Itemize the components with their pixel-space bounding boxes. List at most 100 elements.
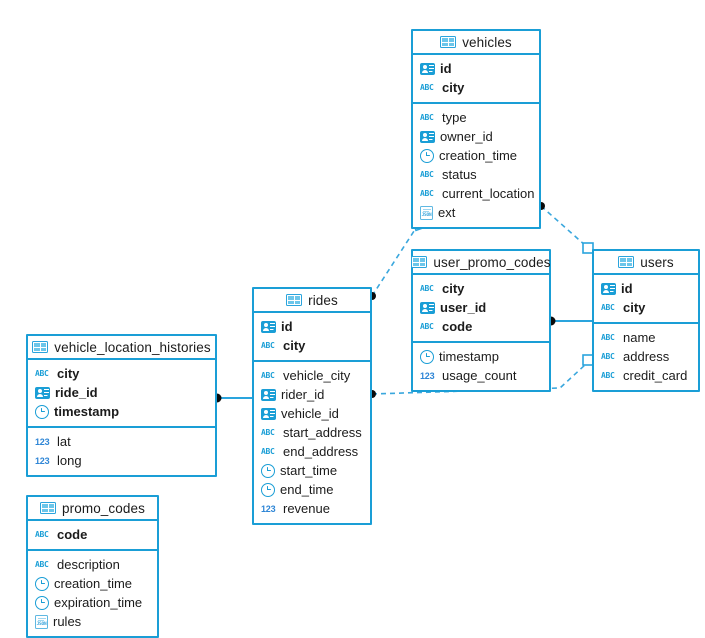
column-name: timestamp (54, 404, 120, 419)
column-row[interactable]: timestamp (413, 347, 549, 366)
column-name: start_time (280, 463, 338, 478)
string-abc-icon: ABC (420, 113, 434, 122)
column-row[interactable]: creation_time (413, 146, 539, 165)
clock-icon (35, 404, 49, 419)
string-abc-icon: ABC (261, 371, 275, 380)
column-name: status (442, 167, 477, 182)
table-grid-icon (40, 502, 57, 514)
column-row[interactable]: ride_id (28, 383, 215, 402)
table-header[interactable]: users (594, 251, 698, 275)
column-name: expiration_time (54, 595, 143, 610)
relationship-user-promo-codes-users[interactable] (546, 316, 593, 326)
table-header[interactable]: user_promo_codes (411, 251, 550, 275)
string-abc-icon: ABC (601, 352, 615, 361)
column-name: user_id (440, 300, 487, 315)
column-row[interactable]: vehicle_id (254, 404, 370, 423)
string-abc-icon: ABC (601, 303, 615, 312)
uuid-key-icon (35, 386, 50, 399)
string-abc-icon: ABC (420, 284, 434, 293)
number-123-icon: 123 (35, 436, 50, 447)
column-row[interactable]: id (254, 317, 370, 336)
column-name: ext (438, 205, 456, 220)
column-row[interactable]: creation_time (28, 574, 157, 593)
table-header[interactable]: promo_codes (28, 497, 157, 521)
column-row[interactable]: ABC city (28, 364, 215, 383)
primary-key-section: ABC city ride_id timestamp (28, 360, 215, 428)
column-name: end_address (283, 444, 359, 459)
column-row[interactable]: ABC address (594, 347, 698, 366)
column-row[interactable]: end_time (254, 480, 370, 499)
string-abc-icon: ABC (35, 369, 49, 378)
table-header[interactable]: rides (254, 289, 370, 313)
column-name: long (57, 453, 82, 468)
column-row[interactable]: timestamp (28, 402, 215, 421)
column-row[interactable]: id (413, 59, 539, 78)
clock-icon (261, 482, 275, 497)
column-name: city (57, 366, 80, 381)
string-abc-icon: ABC (261, 341, 275, 350)
column-row[interactable]: expiration_time (28, 593, 157, 612)
table-grid-icon (411, 256, 428, 268)
column-name: code (442, 319, 473, 334)
table-header[interactable]: vehicle_location_histories (28, 336, 215, 360)
column-row[interactable]: id (594, 279, 698, 298)
relationship-vlh-rides[interactable] (212, 393, 253, 403)
column-name: vehicle_id (281, 406, 339, 421)
column-row[interactable]: rider_id (254, 385, 370, 404)
column-name: city (442, 281, 465, 296)
column-name: start_address (283, 425, 362, 440)
column-row[interactable]: owner_id (413, 127, 539, 146)
relationship-vehicles-users[interactable] (537, 202, 594, 254)
column-row[interactable]: start_time (254, 461, 370, 480)
column-name: address (623, 349, 670, 364)
column-row[interactable]: user_id (413, 298, 549, 317)
table-name: vehicles (462, 34, 512, 50)
json-doc-icon: JSON (420, 205, 433, 220)
json-doc-icon: JSON (35, 614, 48, 629)
column-row[interactable]: ABC city (594, 298, 698, 317)
column-name: revenue (283, 501, 330, 516)
column-row[interactable]: ABC city (413, 279, 549, 298)
column-name: creation_time (439, 148, 518, 163)
table-name: rides (308, 292, 338, 308)
column-row[interactable]: JSON ext (413, 203, 539, 222)
string-abc-icon: ABC (601, 371, 615, 380)
column-name: description (57, 557, 120, 572)
uuid-key-icon (261, 388, 276, 401)
table-header[interactable]: vehicles (413, 31, 539, 55)
column-name: city (623, 300, 646, 315)
